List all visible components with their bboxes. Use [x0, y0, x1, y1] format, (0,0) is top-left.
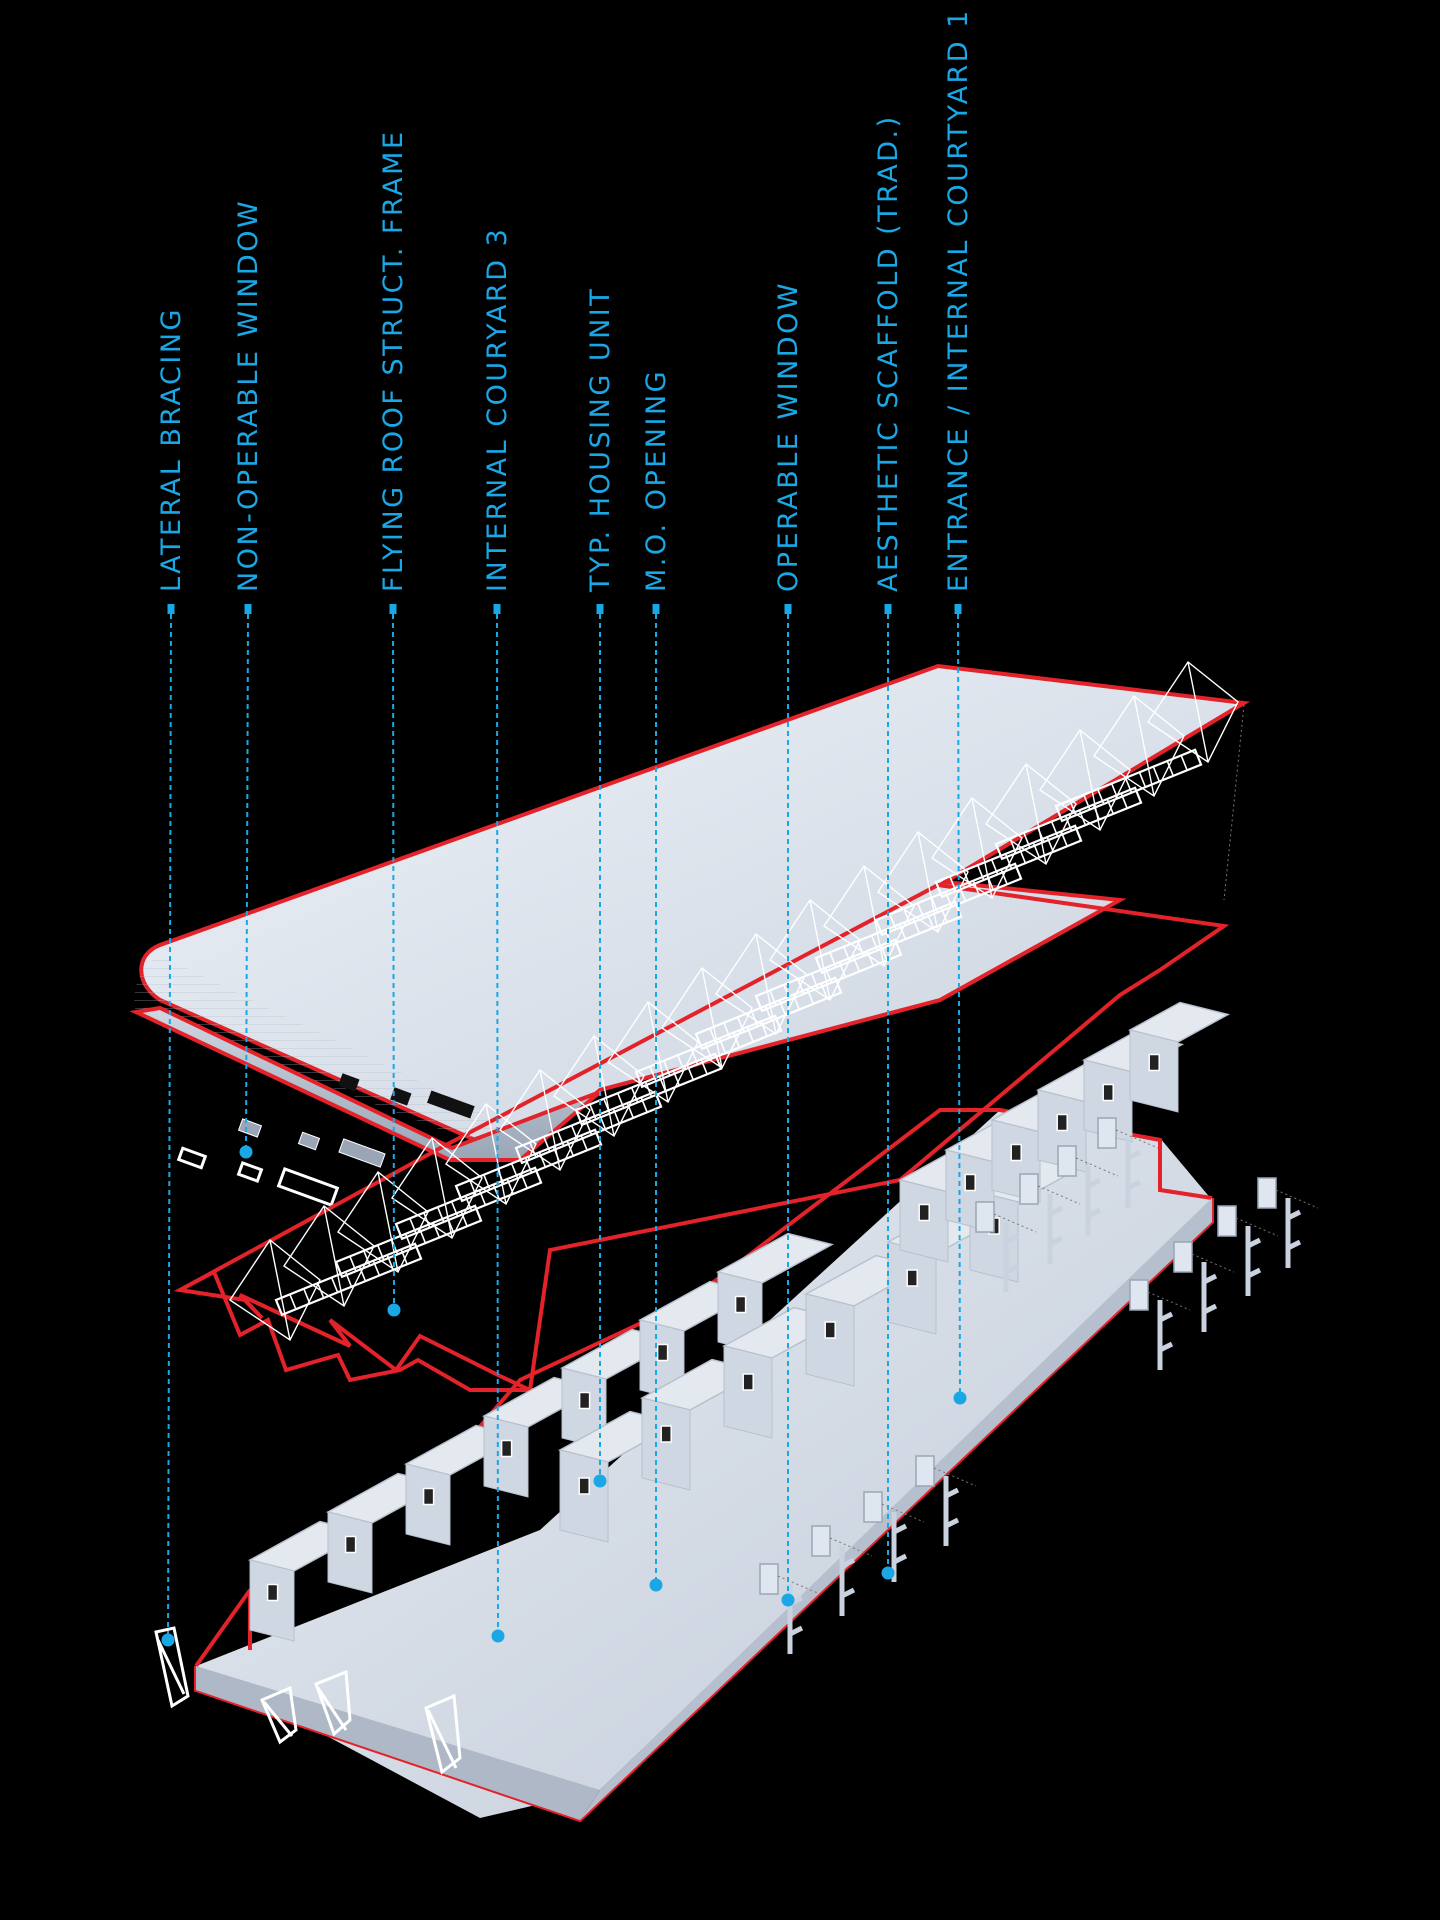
- callout-tick: [884, 604, 892, 614]
- roof-frame-bottom-zigzag: [179, 1269, 534, 1392]
- callout-label: M.O. OPENING: [641, 369, 672, 592]
- callout-dot: [881, 1566, 895, 1580]
- roof-window: [426, 1090, 475, 1119]
- callout-tick: [652, 604, 660, 614]
- aesthetic-scaffolds: [759, 1117, 1319, 1654]
- callout-leader: [957, 613, 961, 1399]
- ladder-beam: [274, 1242, 423, 1317]
- callout-label: OPERABLE WINDOW: [773, 281, 804, 592]
- callout-label: LATERAL BRACING: [156, 307, 187, 592]
- callout-label: FLYING ROOF STRUCT. FRAME: [378, 129, 409, 592]
- callout-tick: [493, 604, 501, 614]
- callout-flying-roof-struct-frame: FLYING ROOF STRUCT. FRAME: [378, 129, 409, 1317]
- callout-tick: [389, 604, 397, 614]
- callout-tick: [596, 604, 604, 614]
- aesthetic-scaffold: [1257, 1177, 1319, 1268]
- ground-floor-layer: [154, 1001, 1319, 1823]
- callout-mo-opening: M.O. OPENING: [641, 369, 672, 1592]
- aesthetic-scaffold: [1173, 1241, 1235, 1332]
- roof-window: [390, 1087, 412, 1106]
- callout-dot: [491, 1629, 505, 1643]
- aesthetic-scaffold: [1057, 1145, 1119, 1236]
- roof-front-face: [134, 955, 599, 1160]
- aesthetic-scaffold: [811, 1525, 873, 1616]
- callout-entrance-courtyard-1: ENTRANCE / INTERNAL COURTYARD 1: [943, 8, 974, 1405]
- callout-leader: [392, 613, 395, 1311]
- callout-dot: [387, 1303, 401, 1317]
- aesthetic-scaffold: [915, 1455, 977, 1546]
- floor-slab-edge: [580, 1198, 1212, 1820]
- ladder-beam: [634, 1014, 783, 1089]
- housing-unit: [1127, 1001, 1231, 1113]
- aesthetic-scaffold: [1019, 1173, 1081, 1264]
- callout-dot: [953, 1391, 967, 1405]
- roof-side-face: [129, 1005, 602, 1162]
- callout-tick: [784, 604, 792, 614]
- roof-layer: [129, 663, 1251, 1207]
- callout-tick: [167, 604, 175, 614]
- callout-dot: [161, 1633, 175, 1647]
- callout-label: AESTHETIC SCAFFOLD (TRAD.): [873, 114, 904, 592]
- callout-label: INTERNAL COURYARD 3: [482, 227, 513, 592]
- callout-non-operable-window: NON-OPERABLE WINDOW: [233, 199, 264, 1159]
- callout-leader: [245, 613, 249, 1153]
- callout-tick: [244, 604, 252, 614]
- roof-window: [338, 1073, 360, 1092]
- callout-internal-courtyard-3: INTERNAL COURYARD 3: [482, 227, 513, 1643]
- guide-line: [1223, 704, 1245, 901]
- callout-aesthetic-scaffold: AESTHETIC SCAFFOLD (TRAD.): [873, 114, 904, 1580]
- callout-label: NON-OPERABLE WINDOW: [233, 199, 264, 592]
- callout-leader: [167, 613, 172, 1641]
- roof-frame-layer: [173, 660, 1239, 1393]
- floor-slab-side: [196, 1666, 600, 1820]
- callout-operable-window: OPERABLE WINDOW: [773, 281, 804, 1607]
- aesthetic-scaffold: [863, 1491, 925, 1582]
- aesthetic-scaffold: [1129, 1279, 1191, 1370]
- callout-dot: [649, 1578, 663, 1592]
- callout-dot: [781, 1593, 795, 1607]
- callout-typ-housing-unit: TYP. HOUSING UNIT: [585, 287, 616, 1488]
- lateral-bracing-frames: [154, 1626, 462, 1775]
- callout-group: LATERAL BRACING NON-OPERABLE WINDOW FLYING…: [156, 8, 974, 1647]
- roof-ladder-beams: [274, 748, 1203, 1317]
- callout-dot: [593, 1474, 607, 1488]
- callout-tick: [954, 604, 962, 614]
- aesthetic-scaffold: [975, 1201, 1037, 1292]
- callout-label: TYP. HOUSING UNIT: [585, 287, 616, 593]
- callout-dot: [239, 1145, 253, 1159]
- aesthetic-scaffold: [1097, 1117, 1159, 1208]
- ladder-beam: [1054, 748, 1203, 823]
- callout-lateral-bracing: LATERAL BRACING: [156, 307, 187, 1647]
- floor-slab-top: [196, 1110, 1212, 1818]
- aesthetic-scaffold: [759, 1563, 821, 1654]
- callout-label: ENTRANCE / INTERNAL COURTYARD 1: [943, 8, 974, 592]
- exploded-window-group: [176, 1118, 386, 1207]
- aesthetic-scaffold: [1217, 1205, 1279, 1296]
